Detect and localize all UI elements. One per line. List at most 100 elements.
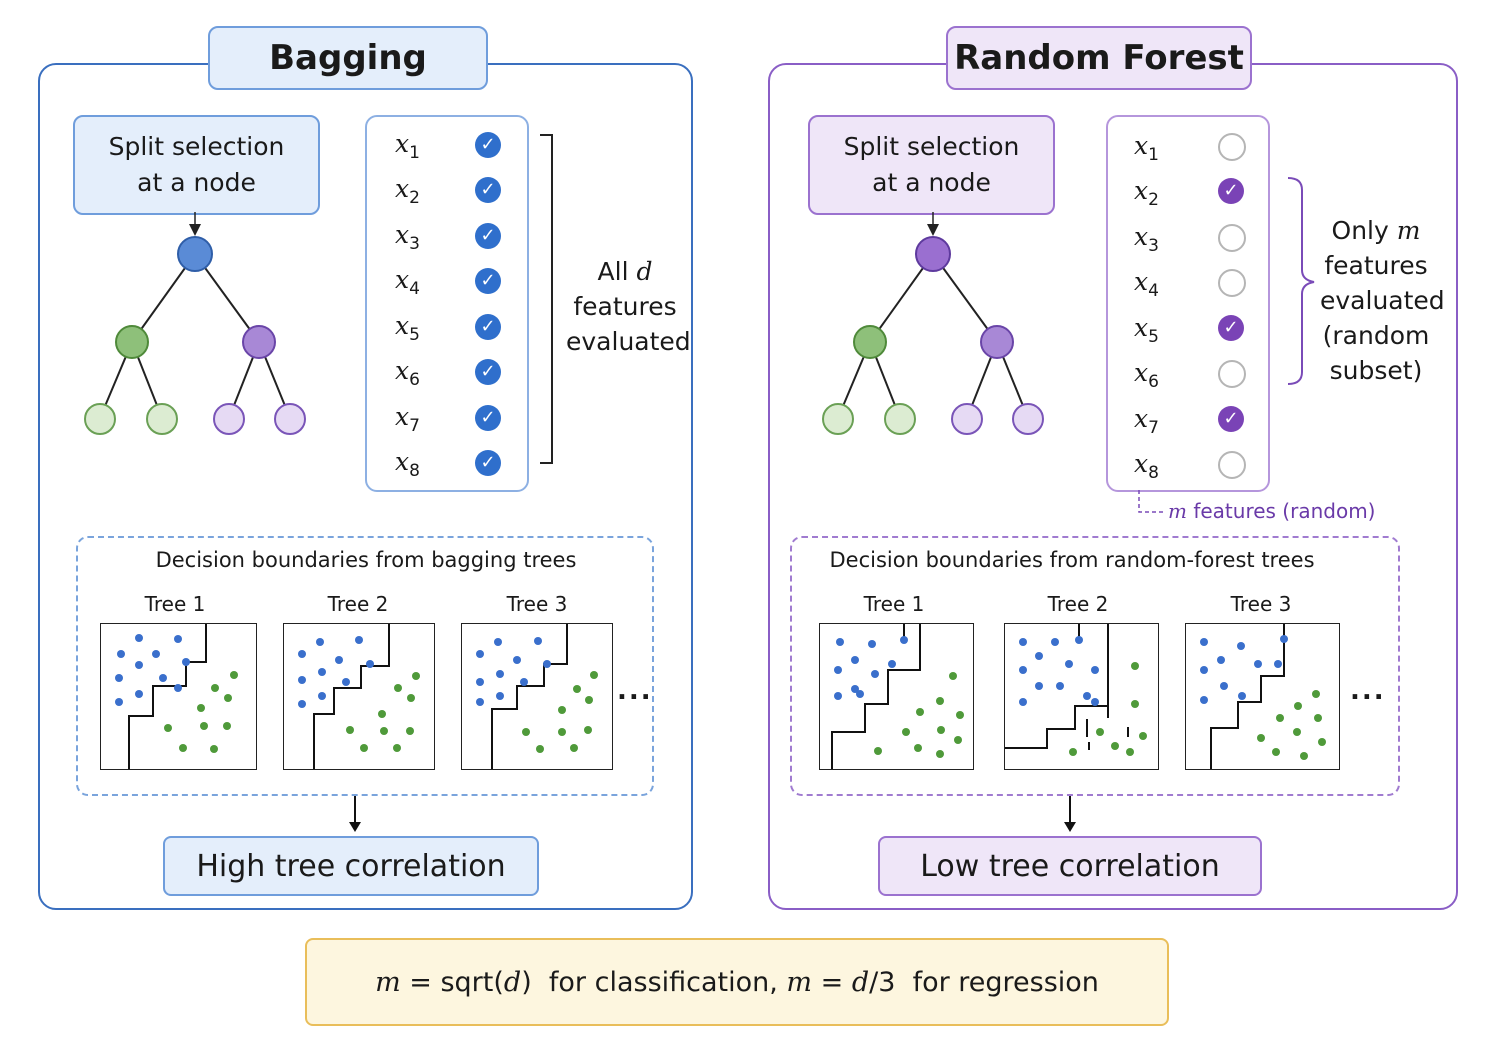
check-icon[interactable]: ✓	[475, 268, 501, 294]
feature-row: x5 ✓	[367, 307, 527, 347]
tree-label: Tree 3	[1230, 592, 1292, 616]
check-icon[interactable]: ✓	[475, 223, 501, 249]
feature-row: x6 ✓	[367, 352, 527, 392]
tree-label: Tree 2	[1047, 592, 1109, 616]
bagging-bracket	[540, 134, 553, 464]
tree-label: Tree 1	[863, 592, 925, 616]
leaf-node	[213, 403, 245, 435]
side-note-line5: subset)	[1329, 356, 1423, 385]
feature-sub: 2	[1148, 190, 1159, 210]
tree-label: Tree 1	[144, 592, 206, 616]
feature-name: x	[1134, 313, 1149, 342]
feature-sub: 5	[409, 325, 420, 345]
feature-sub: 1	[1148, 145, 1159, 165]
internal-node-green	[115, 325, 149, 359]
split-box-line2: at a node	[137, 168, 256, 197]
feature-sub: 8	[409, 461, 420, 481]
side-note-line3: evaluated	[1320, 286, 1445, 315]
bagging-tree3-plot	[461, 623, 613, 770]
bagging-feature-list: x1 ✓ x2 ✓ x3 ✓ x4 ✓ x5 ✓ x6 ✓ x7 ✓ x8 ✓	[365, 115, 529, 492]
feature-row: x8 ✓	[367, 443, 527, 483]
split-box-line2: at a node	[872, 168, 991, 197]
bagging-ellipsis: ...	[617, 676, 653, 706]
empty-circle-icon[interactable]	[1218, 269, 1246, 297]
formula-var: m	[786, 966, 813, 998]
random-forest-title: Random Forest	[946, 26, 1252, 90]
feature-row: x7 ✓	[367, 398, 527, 438]
check-icon[interactable]: ✓	[1218, 315, 1244, 341]
feature-sub: 6	[1148, 372, 1159, 392]
bagging-result: High tree correlation	[163, 836, 539, 896]
formula-box: m = sqrt(d) for classification, m = d/3 …	[305, 938, 1169, 1026]
feature-name: x	[1134, 176, 1149, 205]
feature-row: x4 ✓	[367, 261, 527, 301]
check-icon[interactable]: ✓	[475, 132, 501, 158]
check-icon[interactable]: ✓	[475, 177, 501, 203]
bagging-title: Bagging	[208, 26, 488, 90]
leaf-node	[884, 403, 916, 435]
side-note-prefix: All	[597, 257, 637, 286]
feature-sub: 6	[409, 370, 420, 390]
tree-label: Tree 3	[506, 592, 568, 616]
feature-sub: 7	[409, 416, 420, 436]
feature-name: x	[395, 356, 410, 385]
formula-var: m	[375, 966, 401, 998]
formula-text: ) for classification,	[521, 966, 787, 998]
rf-tree3-plot	[1185, 623, 1340, 770]
empty-circle-icon[interactable]	[1218, 224, 1246, 252]
feature-name: x	[395, 174, 410, 203]
check-icon[interactable]: ✓	[1218, 406, 1244, 432]
bagging-tree1-plot	[100, 623, 257, 770]
feature-row: x2 ✓	[367, 170, 527, 210]
side-note-prefix: Only	[1331, 216, 1397, 245]
internal-node-green	[853, 325, 887, 359]
internal-node-purple	[980, 325, 1014, 359]
empty-circle-icon[interactable]	[1218, 133, 1246, 161]
feature-row: x1	[1108, 125, 1268, 165]
check-icon[interactable]: ✓	[475, 405, 501, 431]
rf-split-box: Split selection at a node	[808, 115, 1055, 215]
feature-name: x	[395, 220, 410, 249]
feature-name: x	[395, 402, 410, 431]
empty-circle-icon[interactable]	[1218, 360, 1246, 388]
formula-arg: d	[851, 966, 870, 998]
feature-row: x6	[1108, 352, 1268, 392]
bagging-down-arrow	[349, 796, 361, 832]
bagging-side-note: All d features evaluated	[566, 254, 691, 359]
check-icon[interactable]: ✓	[1218, 178, 1244, 204]
side-note-line2: features	[1324, 251, 1428, 280]
rf-side-note: Only m features evaluated (random subset…	[1320, 213, 1445, 388]
check-icon[interactable]: ✓	[475, 450, 501, 476]
feature-name: x	[395, 447, 410, 476]
rf-result: Low tree correlation	[878, 836, 1262, 896]
formula-text: = sqrt(	[400, 966, 504, 998]
tree-label: Tree 2	[327, 592, 389, 616]
formula-text: =	[812, 966, 852, 998]
feature-row: x2 ✓	[1108, 170, 1268, 210]
feature-row: x4	[1108, 261, 1268, 301]
bagging-boundaries-box	[76, 536, 654, 796]
feature-row: x3	[1108, 216, 1268, 256]
root-node	[177, 236, 213, 272]
feature-sub: 8	[1148, 463, 1159, 483]
subset-note-text: features (random)	[1186, 499, 1376, 523]
side-note-var: d	[636, 257, 653, 286]
rf-boundaries-caption: Decision boundaries from random-forest t…	[829, 548, 1315, 572]
check-icon[interactable]: ✓	[475, 314, 501, 340]
rf-subset-connector	[1138, 490, 1164, 513]
rf-down-arrow	[1064, 796, 1076, 832]
rf-feature-list: x1 x2 ✓ x3 x4 x5 ✓ x6 x7 ✓ x8	[1106, 115, 1270, 492]
feature-name: x	[1134, 404, 1149, 433]
feature-sub: 4	[1148, 281, 1159, 301]
empty-circle-icon[interactable]	[1218, 451, 1246, 479]
rf-boundaries-box	[790, 536, 1400, 796]
leaf-node	[951, 403, 983, 435]
feature-name: x	[1134, 267, 1149, 296]
side-note-var: m	[1396, 216, 1421, 245]
subset-note-var: m	[1168, 499, 1187, 523]
feature-row: x7 ✓	[1108, 398, 1268, 438]
side-note-line4: (random	[1322, 321, 1430, 350]
leaf-node	[1012, 403, 1044, 435]
check-icon[interactable]: ✓	[475, 359, 501, 385]
feature-sub: 1	[409, 143, 420, 163]
